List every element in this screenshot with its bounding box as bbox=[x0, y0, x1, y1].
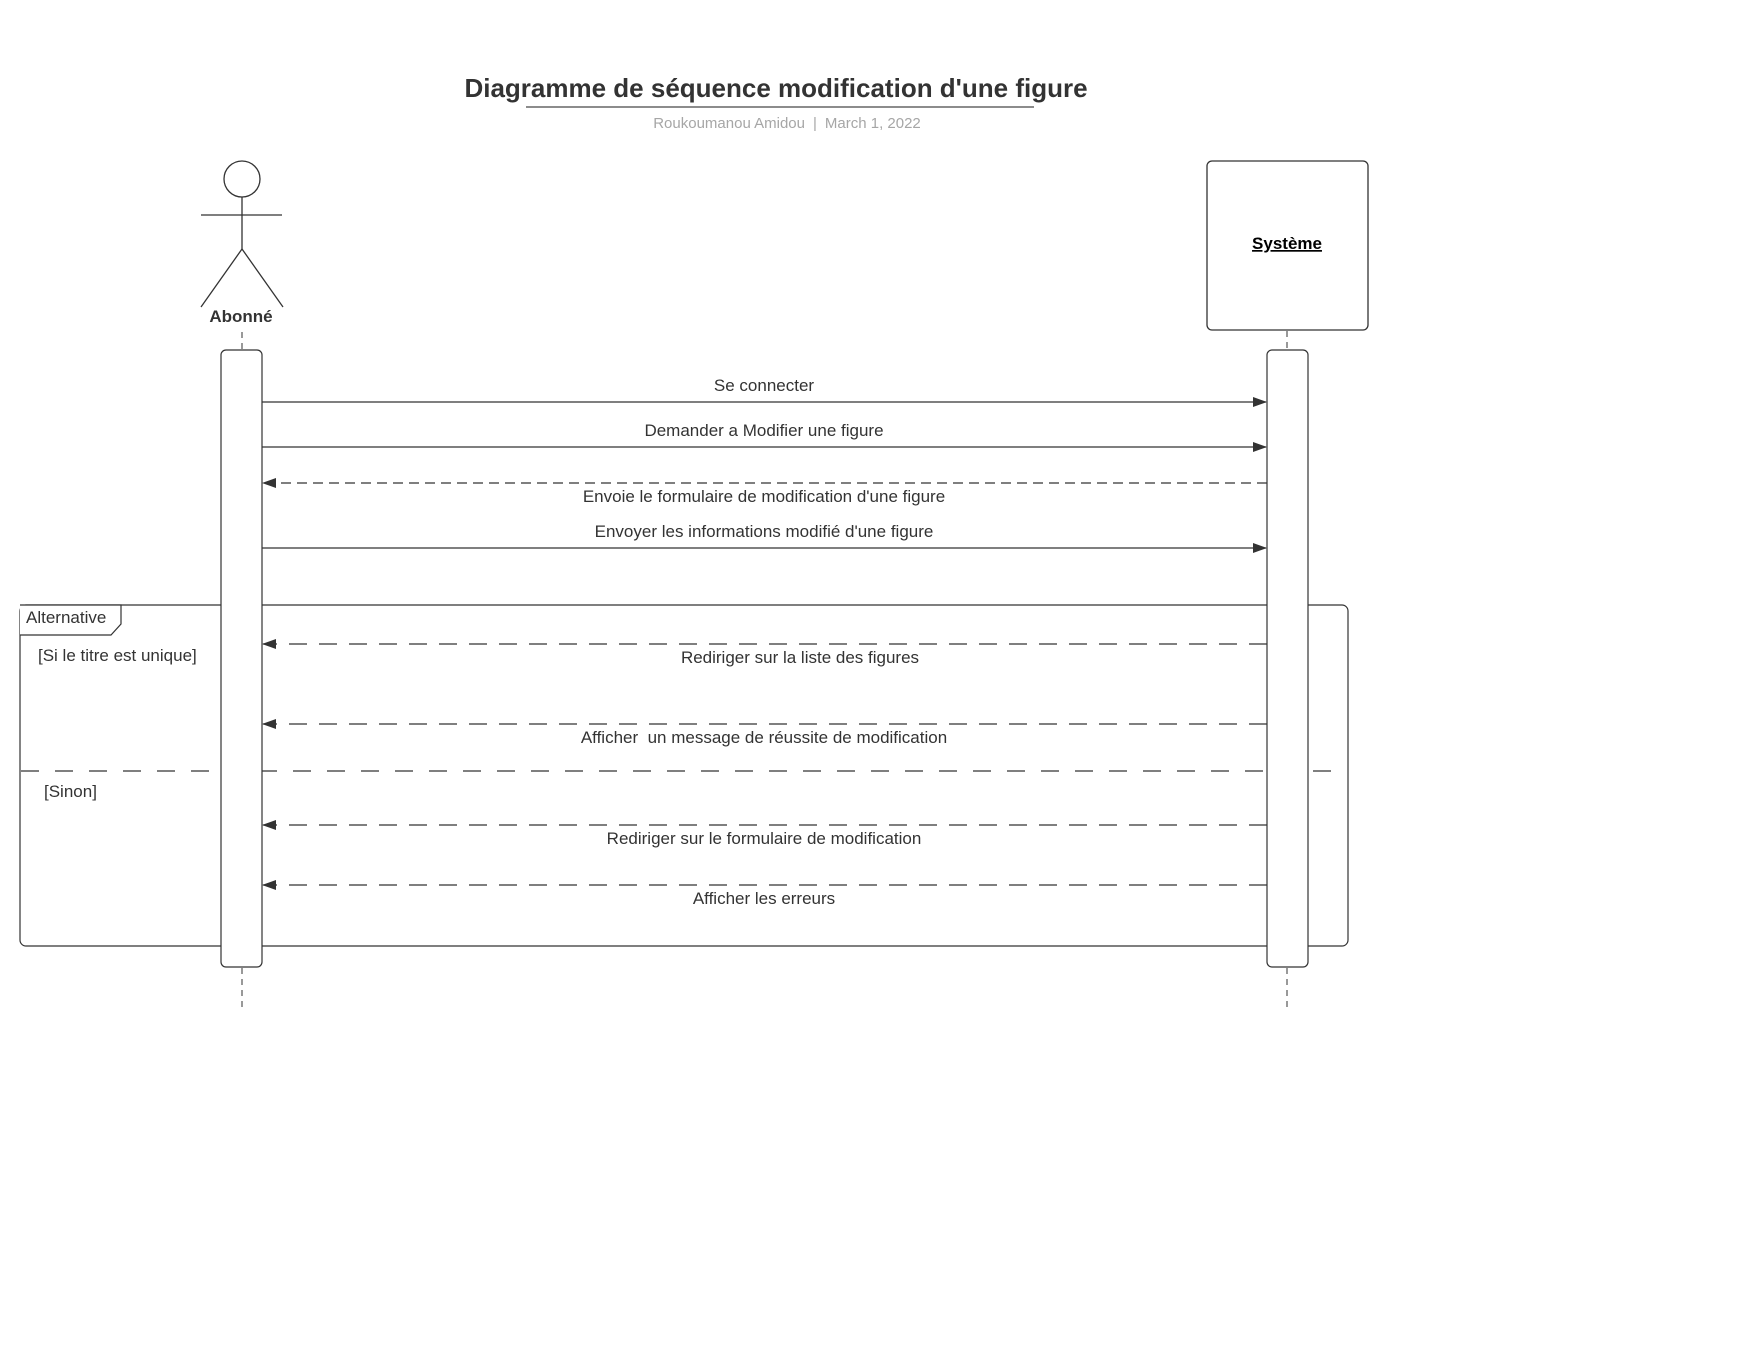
message-envoie-formulaire[interactable]: Envoie le formulaire de modification d'u… bbox=[262, 478, 1267, 506]
actor-stick-figure-icon[interactable] bbox=[200, 160, 284, 308]
alt-fragment-label: Alternative bbox=[26, 608, 106, 627]
message-envoyer-informations[interactable]: Envoyer les informations modifié d'une f… bbox=[262, 522, 1267, 553]
message-afficher-reussite[interactable]: Afficher un message de réussite de modif… bbox=[262, 719, 1267, 747]
actor-activation-bar bbox=[220, 349, 263, 968]
author-name: Roukoumanou Amidou bbox=[653, 115, 805, 132]
message-demander-modifier[interactable]: Demander a Modifier une figure bbox=[262, 421, 1267, 452]
guard-else: [Sinon] bbox=[44, 782, 97, 801]
diagram-title: Diagramme de séquence modification d'une… bbox=[464, 73, 1087, 103]
message-label: Afficher les erreurs bbox=[693, 889, 835, 908]
diagram-subtitle: Roukoumanou Amidou | March 1, 2022 bbox=[653, 115, 921, 132]
message-label: Se connecter bbox=[714, 376, 815, 395]
system-activation-bar bbox=[1266, 349, 1309, 968]
alt-fragment-frame bbox=[19, 604, 1349, 947]
message-label: Envoyer les informations modifié d'une f… bbox=[595, 522, 934, 541]
message-label: Envoie le formulaire de modification d'u… bbox=[583, 487, 945, 506]
subtitle-separator: | bbox=[813, 115, 817, 132]
message-label: Afficher un message de réussite de modif… bbox=[581, 728, 947, 747]
system-participant-box[interactable] bbox=[1206, 160, 1369, 331]
message-rediriger-liste[interactable]: Rediriger sur la liste des figures bbox=[262, 639, 1267, 667]
message-label: Demander a Modifier une figure bbox=[644, 421, 883, 440]
system-label: Système bbox=[1252, 234, 1322, 253]
message-afficher-erreurs[interactable]: Afficher les erreurs bbox=[262, 880, 1267, 908]
diagram-date: March 1, 2022 bbox=[825, 115, 921, 132]
guard-if-unique: [Si le titre est unique] bbox=[38, 646, 197, 665]
alt-fragment-tab bbox=[20, 604, 122, 636]
message-label: Rediriger sur la liste des figures bbox=[681, 648, 919, 667]
message-label: Rediriger sur le formulaire de modificat… bbox=[607, 829, 922, 848]
actor-label: Abonné bbox=[209, 307, 272, 326]
message-se-connecter[interactable]: Se connecter bbox=[262, 376, 1267, 407]
message-rediriger-formulaire[interactable]: Rediriger sur le formulaire de modificat… bbox=[262, 820, 1267, 848]
